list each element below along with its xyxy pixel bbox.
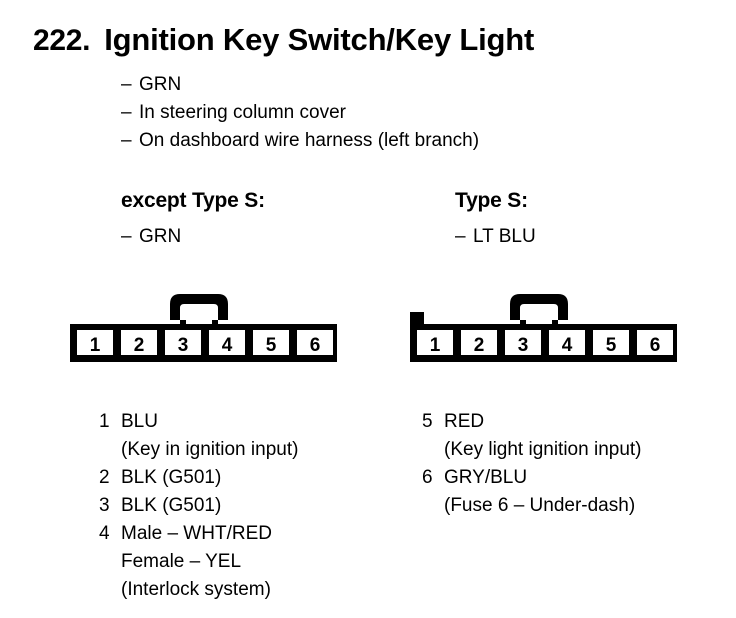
dash-marker: –	[121, 74, 132, 95]
variant-color-line: – LT BLU	[455, 223, 536, 251]
latch-tab-icon	[170, 294, 228, 326]
pin-line: (Interlock system)	[121, 579, 271, 600]
pin-cavity	[637, 330, 673, 355]
pin-entry: 1 BLU (Key in ignition input)	[99, 408, 399, 464]
connector-body	[70, 324, 337, 362]
pin-number-label: 5	[422, 411, 433, 432]
pin-line: BLK (G501)	[121, 467, 222, 488]
pin-cavity	[121, 330, 157, 355]
note-item: – On dashboard wire harness (left branch…	[121, 127, 681, 155]
pin-number-label: 6	[422, 467, 433, 488]
pin-description: BLU (Key in ignition input)	[121, 408, 399, 464]
pin-line: Male – WHT/RED	[121, 523, 272, 544]
dash-marker: –	[121, 102, 132, 123]
variant-column-except-type-s: except Type S: – GRN	[121, 188, 265, 251]
pin-number-label: 3	[99, 495, 110, 516]
variant-color: LT BLU	[473, 226, 536, 247]
latch-neck-left	[520, 320, 526, 326]
pin-number: 2	[134, 335, 145, 356]
note-item: – In steering column cover	[121, 99, 681, 127]
pin-number-label: 2	[99, 467, 110, 488]
pin-cavity	[253, 330, 289, 355]
dash-marker: –	[121, 130, 132, 151]
connector-svg-left: 1 2 3 4 5 6	[70, 294, 337, 362]
note-item: – GRN	[121, 71, 681, 99]
pin-line: Female – YEL	[121, 551, 242, 572]
pin-entry: 4 Male – WHT/RED Female – YEL (Interlock…	[99, 520, 399, 604]
connector-diagram-except-type-s: 1 2 3 4 5 6	[66, 288, 356, 377]
latch-tab-icon	[510, 294, 568, 326]
pin-cavity	[417, 330, 453, 355]
pin-line: RED	[444, 411, 485, 432]
pin-number: 5	[606, 335, 617, 356]
variant-color-line: – GRN	[121, 223, 265, 251]
pin-cavity	[77, 330, 113, 355]
pin-number-label: 1	[99, 411, 110, 432]
pin-entry: 3 BLK (G501)	[99, 492, 399, 520]
pin-number: 1	[430, 335, 441, 356]
pin-cavity	[209, 330, 245, 355]
pin-number: 3	[178, 335, 189, 356]
latch-neck-right	[212, 320, 218, 326]
variant-column-type-s: Type S: – LT BLU	[455, 188, 536, 251]
pin-description: BLK (G501)	[121, 492, 399, 520]
pin-description: GRY/BLU (Fuse 6 – Under-dash)	[444, 464, 722, 520]
variant-color: GRN	[139, 226, 182, 247]
dash-marker: –	[121, 226, 132, 247]
pin-line: (Key in ignition input)	[121, 439, 299, 460]
pin-number: 6	[650, 335, 661, 356]
variant-heading: except Type S:	[121, 189, 265, 212]
connector-svg-right: 1 2 3 4 5 6	[410, 294, 677, 362]
note-text: In steering column cover	[139, 102, 346, 123]
note-text: On dashboard wire harness (left branch)	[139, 130, 480, 151]
pin-line: (Key light ignition input)	[444, 439, 642, 460]
pin-description: BLK (G501)	[121, 464, 399, 492]
latch-tab-outline	[170, 294, 228, 320]
location-notes: – GRN – In steering column cover – On da…	[121, 71, 681, 155]
pin-cavity	[297, 330, 333, 355]
page-title: 222. Ignition Key Switch/Key Light	[33, 22, 534, 58]
latch-tab-outline	[510, 294, 568, 320]
pin-number: 2	[474, 335, 485, 356]
pin-entry: 5 RED (Key light ignition input)	[422, 408, 722, 464]
pin-line: BLU	[121, 411, 158, 432]
pin-list-left: 1 BLU (Key in ignition input) 2 BLK (G50…	[99, 408, 399, 604]
connector-diagram-type-s: 1 2 3 4 5 6	[406, 288, 696, 377]
pin-number: 4	[562, 335, 573, 356]
pin-number: 5	[266, 335, 277, 356]
entry-number: 222.	[33, 24, 91, 57]
note-text: GRN	[139, 74, 182, 95]
pin-line: GRY/BLU	[444, 467, 528, 488]
entry-title: Ignition Key Switch/Key Light	[104, 22, 535, 57]
pin-number: 1	[90, 335, 101, 356]
pin-description: RED (Key light ignition input)	[444, 408, 722, 464]
pin-line: (Fuse 6 – Under-dash)	[444, 495, 636, 516]
keyed-notch-icon	[416, 318, 418, 330]
pin-cavity	[549, 330, 585, 355]
pin-number: 6	[310, 335, 321, 356]
pin-cavity	[593, 330, 629, 355]
pin-entry: 6 GRY/BLU (Fuse 6 – Under-dash)	[422, 464, 722, 520]
pin-cavity	[505, 330, 541, 355]
pin-description: Male – WHT/RED Female – YEL (Interlock s…	[121, 520, 399, 604]
latch-neck-left	[180, 320, 186, 326]
pin-number-label: 4	[99, 523, 110, 544]
pin-number: 3	[518, 335, 529, 356]
pin-line: BLK (G501)	[121, 495, 222, 516]
variant-heading: Type S:	[455, 189, 528, 212]
pin-list-right: 5 RED (Key light ignition input) 6 GRY/B…	[422, 408, 722, 520]
pin-entry: 2 BLK (G501)	[99, 464, 399, 492]
dash-marker: –	[455, 226, 466, 247]
pin-cavity	[165, 330, 201, 355]
latch-neck-right	[552, 320, 558, 326]
pin-number: 4	[222, 335, 233, 356]
pin-cavity	[461, 330, 497, 355]
